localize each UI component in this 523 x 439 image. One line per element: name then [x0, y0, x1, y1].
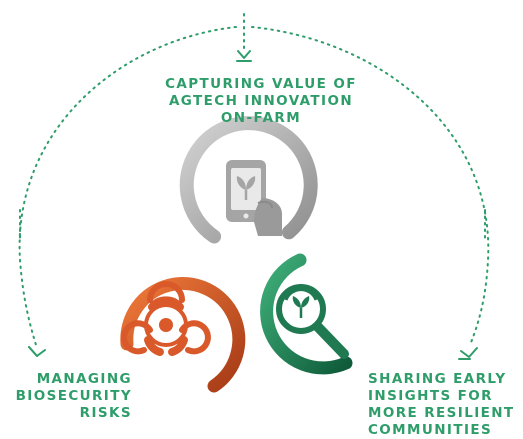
arrowhead-top: [236, 50, 252, 62]
label-capturing-value: CAPTURING VALUE OF AGTECH INNOVATION ON-…: [131, 76, 391, 127]
left-circle: [120, 276, 246, 393]
label-line: MORE RESILIENT: [368, 405, 515, 421]
label-sharing-insights: SHARING EARLY INSIGHTS FOR MORE RESILIEN…: [368, 371, 523, 439]
dotted-arc: [18, 13, 490, 346]
smartphone-sprout-icon: [226, 160, 282, 236]
top-circle: [179, 116, 318, 244]
right-circle: [260, 253, 353, 375]
biohazard-icon: [121, 281, 211, 356]
arrowhead-right: [458, 347, 478, 360]
label-line: ON-FARM: [220, 110, 302, 126]
arrowhead-left: [28, 346, 46, 357]
label-line: AGTECH INNOVATION: [168, 93, 354, 109]
label-line: BIOSECURITY: [15, 388, 132, 404]
label-line: CAPTURING VALUE OF: [165, 76, 357, 92]
label-line: INSIGHTS FOR: [368, 388, 493, 404]
label-line: SHARING EARLY: [368, 371, 507, 387]
label-line: COMMUNITIES: [368, 422, 493, 438]
label-line: RISKS: [79, 405, 132, 421]
label-line: MANAGING: [36, 371, 132, 387]
magnifier-sprout-icon: [276, 284, 349, 359]
label-managing-biosecurity: MANAGING BIOSECURITY RISKS: [2, 371, 132, 422]
